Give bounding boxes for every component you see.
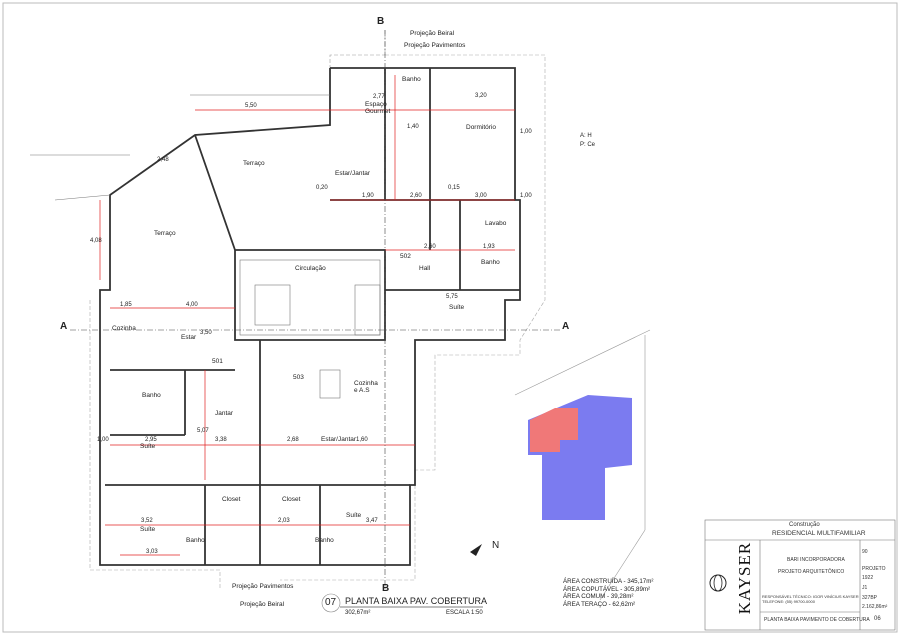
room-label: Banho — [481, 259, 500, 266]
tb-field: 90 — [862, 549, 868, 555]
section-marker-a-left: A — [60, 321, 68, 332]
area-line: ÁREA COPUTÁVEL - 305,89m² — [563, 585, 651, 593]
dimension-label: 2,77 — [373, 94, 385, 100]
side-note: P: Ce — [580, 142, 596, 148]
tb-field: 2.162,86m² — [862, 604, 888, 610]
drawing-scale: ESCALA 1:50 — [446, 610, 483, 616]
drawing-title: PLANTA BAIXA PAV. COBERTURA — [345, 596, 488, 606]
dimension-label: 3,50 — [200, 330, 212, 336]
room-label: Cozinha — [112, 325, 136, 332]
room-label: Lavabo — [485, 220, 507, 227]
room-label: 503 — [293, 374, 304, 381]
projection-label: Projeção Beiral — [410, 30, 455, 37]
room-label: Suíte — [449, 304, 465, 311]
tb-sheet-title: PLANTA BAIXA PAVIMENTO DE COBERTURA — [764, 617, 870, 623]
dimension-label: 1,00 — [97, 437, 109, 443]
section-marker-b-bottom: B — [382, 583, 390, 594]
dimension-label: 3,52 — [141, 518, 153, 524]
tb-field: PROJETO — [862, 566, 886, 572]
dimension-label: 3,20 — [475, 93, 487, 99]
tb-heading: Construção — [789, 522, 820, 528]
area-line: ÁREA TERAÇO - 62,62m² — [563, 600, 636, 608]
dimension-label: 3,00 — [475, 193, 487, 199]
dimension-label: 2,95 — [145, 437, 157, 443]
tb-phone: TELEFONE: (55) 99700-0000 — [762, 599, 815, 604]
room-label: 502 — [400, 253, 411, 260]
room-label: Suíte — [140, 443, 156, 450]
kayser-logo: KAYSER — [735, 541, 754, 615]
north-label: N — [492, 540, 500, 551]
tb-client: BARI INCORPORADORA — [787, 557, 845, 563]
tb-sheet-number: 06 — [874, 616, 881, 622]
room-label: Circulação — [295, 265, 326, 272]
room-label: Jantar — [215, 410, 234, 417]
dimension-label: 2,03 — [278, 518, 290, 524]
side-note: A: H — [580, 133, 592, 139]
room-label: Terraço — [243, 160, 265, 167]
dimension-label: 4,08 — [90, 238, 102, 244]
dimension-label: 2,68 — [287, 437, 299, 443]
room-label: Suíte — [346, 512, 362, 519]
room-label: Dormitório — [466, 124, 496, 131]
dimension-label: 1,85 — [120, 302, 132, 308]
area-line: ÁREA CONSTRUÍDA - 345,17m² — [563, 578, 654, 585]
area-line: ÁREA COMUM - 39,28m² — [563, 593, 634, 601]
tb-field: 1922 — [862, 575, 874, 581]
dimension-label: 5,50 — [245, 103, 257, 109]
room-label: 501 — [212, 358, 223, 365]
section-marker-b-top: B — [377, 16, 385, 27]
projection-label: Projeção Beiral — [240, 601, 285, 608]
room-label: Terraço — [154, 230, 176, 237]
room-label: Banho — [402, 76, 421, 83]
dimension-label: 5,75 — [446, 294, 458, 300]
dimension-label: 4,00 — [186, 302, 198, 308]
dimension-label: 1,90 — [362, 193, 374, 199]
room-label: Banho — [186, 537, 205, 544]
dimension-label: 2,48 — [157, 157, 169, 163]
tb-field: J1 — [862, 585, 868, 591]
tb-responsible: RESPONSÁVEL TÉCNICO: IGOR VINÍCIUS KAYSE… — [762, 594, 859, 599]
dimension-label: 1,00 — [520, 193, 532, 199]
room-label: Estar/Jantar — [321, 436, 357, 443]
dimension-label: 3,38 — [215, 437, 227, 443]
dimension-label: 1,93 — [483, 244, 495, 250]
site-highlight-shape — [530, 408, 578, 452]
room-label: Banho — [142, 392, 161, 399]
dimension-label: 2,60 — [410, 193, 422, 199]
tb-project: RESIDENCIAL MULTIFAMILIAR — [772, 530, 866, 537]
area-summary: ÁREA CONSTRUÍDA - 345,17m² ÁREA COPUTÁVE… — [563, 578, 653, 608]
dimension-label: 1,00 — [520, 129, 532, 135]
dimension-label: 3,03 — [146, 549, 158, 555]
dimension-label: 0,20 — [316, 185, 328, 191]
room-label: Closet — [282, 496, 301, 503]
room-label: Cozinha e A.S — [354, 380, 378, 394]
projection-label: Projeção Pavimentos — [404, 42, 466, 49]
room-label: Estar/Jantar — [335, 170, 371, 177]
dimension-label: 2,60 — [424, 244, 436, 250]
drawing-area: 302,67m² — [345, 610, 371, 616]
room-label: Banho — [315, 537, 334, 544]
section-marker-a-right: A — [562, 321, 570, 332]
dimension-label: 3,47 — [366, 518, 378, 524]
room-label: Suíte — [140, 526, 156, 533]
drawing-number: 07 — [325, 597, 337, 608]
room-label: Hall — [419, 265, 431, 272]
room-label: Estar — [181, 334, 197, 341]
dimension-label: 1,60 — [356, 437, 368, 443]
dimension-label: 1,40 — [407, 124, 419, 130]
tb-type: PROJETO ARQUITETÔNICO — [778, 569, 845, 575]
projection-label: Projeção Pavimentos — [232, 583, 294, 590]
tb-field: 327BP — [862, 595, 878, 601]
dimension-label: 0,15 — [448, 185, 460, 191]
room-label: Closet — [222, 496, 241, 503]
room-label: Espaço Gourmet — [365, 101, 391, 115]
dimension-label: 5,07 — [197, 428, 209, 434]
